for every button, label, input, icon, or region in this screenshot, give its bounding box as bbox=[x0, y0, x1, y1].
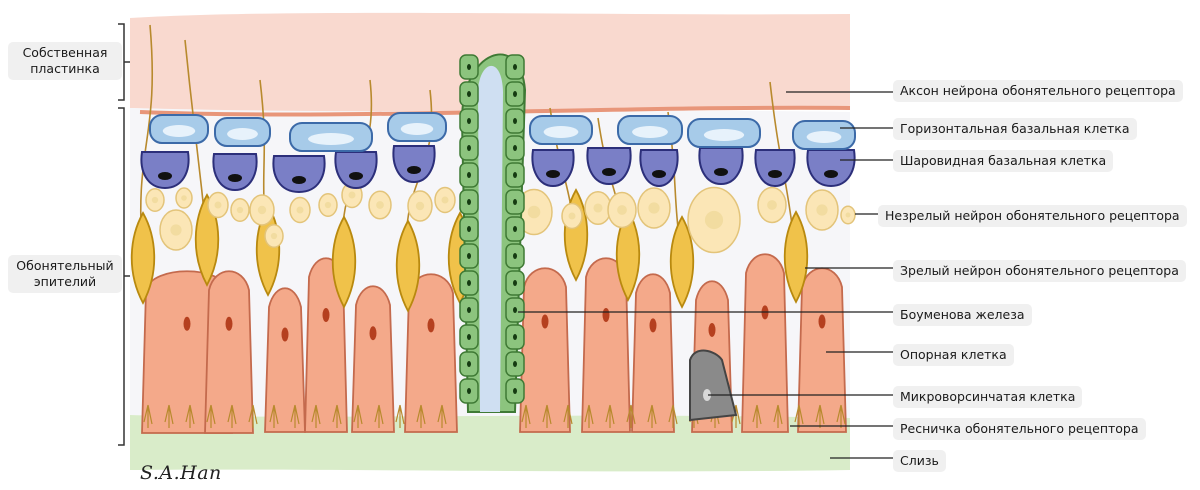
label-immature-neuron: Незрелый нейрон обонятельного рецептора bbox=[878, 205, 1187, 227]
supporting-cell-nucleus bbox=[282, 328, 289, 342]
supporting-cell bbox=[265, 288, 305, 432]
immature-neuron-nucleus bbox=[152, 197, 158, 203]
bowman-gland-lumen bbox=[478, 66, 503, 412]
label-axon: Аксон нейрона обонятельного рецептора bbox=[893, 80, 1183, 102]
bowman-gland-nucleus bbox=[513, 280, 517, 286]
immature-neuron-nucleus bbox=[705, 211, 723, 229]
globose-basal-nucleus bbox=[768, 170, 782, 178]
horizontal-basal-nucleus bbox=[632, 126, 668, 138]
bowman-gland-nucleus bbox=[467, 307, 471, 313]
supporting-cell-nucleus bbox=[819, 315, 826, 329]
supporting-cell bbox=[742, 254, 788, 432]
bowman-gland-nucleus bbox=[467, 361, 471, 367]
label-mature-neuron: Зрелый нейрон обонятельного рецептора bbox=[893, 260, 1186, 282]
label-olfactory-epithelium: Обонятельный эпителий bbox=[8, 255, 122, 293]
bowman-gland-nucleus bbox=[467, 388, 471, 394]
horizontal-basal-nucleus bbox=[227, 128, 258, 140]
label-mucus: Слизь bbox=[893, 450, 946, 472]
bowman-gland-nucleus bbox=[513, 361, 517, 367]
bowman-gland-nucleus bbox=[467, 172, 471, 178]
immature-neuron-nucleus bbox=[648, 202, 659, 213]
immature-neuron-nucleus bbox=[237, 207, 243, 213]
immature-neuron-nucleus bbox=[767, 200, 777, 210]
immature-neuron-nucleus bbox=[271, 233, 277, 239]
bowman-gland-nucleus bbox=[467, 253, 471, 259]
globose-basal-nucleus bbox=[714, 168, 728, 176]
bowman-gland-nucleus bbox=[513, 91, 517, 97]
horizontal-basal-nucleus bbox=[308, 133, 354, 145]
bowman-gland-nucleus bbox=[513, 199, 517, 205]
immature-neuron-nucleus bbox=[593, 203, 602, 212]
immature-neuron-nucleus bbox=[297, 207, 304, 214]
supporting-cell-nucleus bbox=[184, 317, 191, 331]
label-bowman-gland: Боуменова железа bbox=[893, 304, 1032, 326]
immature-neuron-nucleus bbox=[816, 204, 827, 215]
bowman-gland-nucleus bbox=[513, 64, 517, 70]
immature-neuron-nucleus bbox=[258, 206, 266, 214]
label-supporting-cell: Опорная клетка bbox=[893, 344, 1014, 366]
artist-signature: S.A.Han bbox=[140, 462, 222, 484]
supporting-cell-nucleus bbox=[542, 315, 549, 329]
globose-basal-nucleus bbox=[349, 172, 363, 180]
bowman-gland-nucleus bbox=[467, 199, 471, 205]
bowman-gland-nucleus bbox=[513, 145, 517, 151]
globose-basal-nucleus bbox=[824, 170, 838, 178]
bowman-gland-nucleus bbox=[467, 280, 471, 286]
immature-neuron-nucleus bbox=[349, 192, 356, 199]
globose-basal-nucleus bbox=[228, 174, 242, 182]
horizontal-basal-nucleus bbox=[544, 126, 579, 138]
bowman-gland-nucleus bbox=[467, 118, 471, 124]
bowman-gland-nucleus bbox=[513, 253, 517, 259]
immature-neuron-nucleus bbox=[181, 195, 187, 201]
horizontal-basal-nucleus bbox=[163, 125, 195, 137]
immature-neuron-nucleus bbox=[846, 213, 851, 218]
immature-neuron-nucleus bbox=[442, 197, 449, 204]
bowman-gland-nucleus bbox=[467, 145, 471, 151]
immature-neuron-nucleus bbox=[617, 205, 627, 215]
supporting-cell-nucleus bbox=[428, 318, 435, 332]
supporting-cell-nucleus bbox=[323, 308, 330, 322]
label-horizontal-basal: Горизонтальная базальная клетка bbox=[893, 118, 1137, 140]
globose-basal-nucleus bbox=[158, 172, 172, 180]
globose-basal-nucleus bbox=[546, 170, 560, 178]
globose-basal-nucleus bbox=[602, 168, 616, 176]
immature-neuron-nucleus bbox=[569, 213, 576, 220]
supporting-cell bbox=[520, 268, 570, 432]
bowman-gland-nucleus bbox=[467, 334, 471, 340]
bowman-gland-nucleus bbox=[513, 388, 517, 394]
label-globose-basal: Шаровидная базальная клетка bbox=[893, 150, 1113, 172]
bowman-gland-nucleus bbox=[513, 226, 517, 232]
immature-neuron-nucleus bbox=[170, 224, 181, 235]
bowman-gland bbox=[460, 54, 525, 412]
globose-basal-nucleus bbox=[292, 176, 306, 184]
bowman-gland-nucleus bbox=[467, 226, 471, 232]
immature-neuron-nucleus bbox=[416, 202, 424, 210]
supporting-cell-nucleus bbox=[650, 318, 657, 332]
immature-neuron-nucleus bbox=[215, 202, 222, 209]
globose-basal-nucleus bbox=[407, 166, 421, 174]
immature-neuron-nucleus bbox=[376, 201, 384, 209]
bowman-gland-nucleus bbox=[513, 334, 517, 340]
bowman-gland-nucleus bbox=[513, 307, 517, 313]
supporting-cell bbox=[798, 268, 846, 432]
supporting-cell-nucleus bbox=[370, 326, 377, 340]
immature-neuron-nucleus bbox=[528, 206, 541, 219]
supporting-cell-nucleus bbox=[226, 317, 233, 331]
bowman-gland-nucleus bbox=[513, 118, 517, 124]
supporting-cell-nucleus bbox=[603, 308, 610, 322]
horizontal-basal-nucleus bbox=[807, 131, 842, 143]
label-lamina-propria: Собственная пластинка bbox=[8, 42, 122, 80]
bowman-gland-nucleus bbox=[513, 172, 517, 178]
bowman-gland-nucleus bbox=[467, 91, 471, 97]
bowman-gland-nucleus bbox=[467, 64, 471, 70]
horizontal-basal-nucleus bbox=[704, 129, 744, 141]
supporting-cell-nucleus bbox=[709, 323, 716, 337]
globose-basal-nucleus bbox=[652, 170, 666, 178]
immature-neuron-nucleus bbox=[325, 202, 331, 208]
label-cilium: Ресничка обонятельного рецептора bbox=[893, 418, 1146, 440]
label-microvillar-cell: Микроворсинчатая клетка bbox=[893, 386, 1082, 408]
horizontal-basal-nucleus bbox=[401, 123, 433, 135]
